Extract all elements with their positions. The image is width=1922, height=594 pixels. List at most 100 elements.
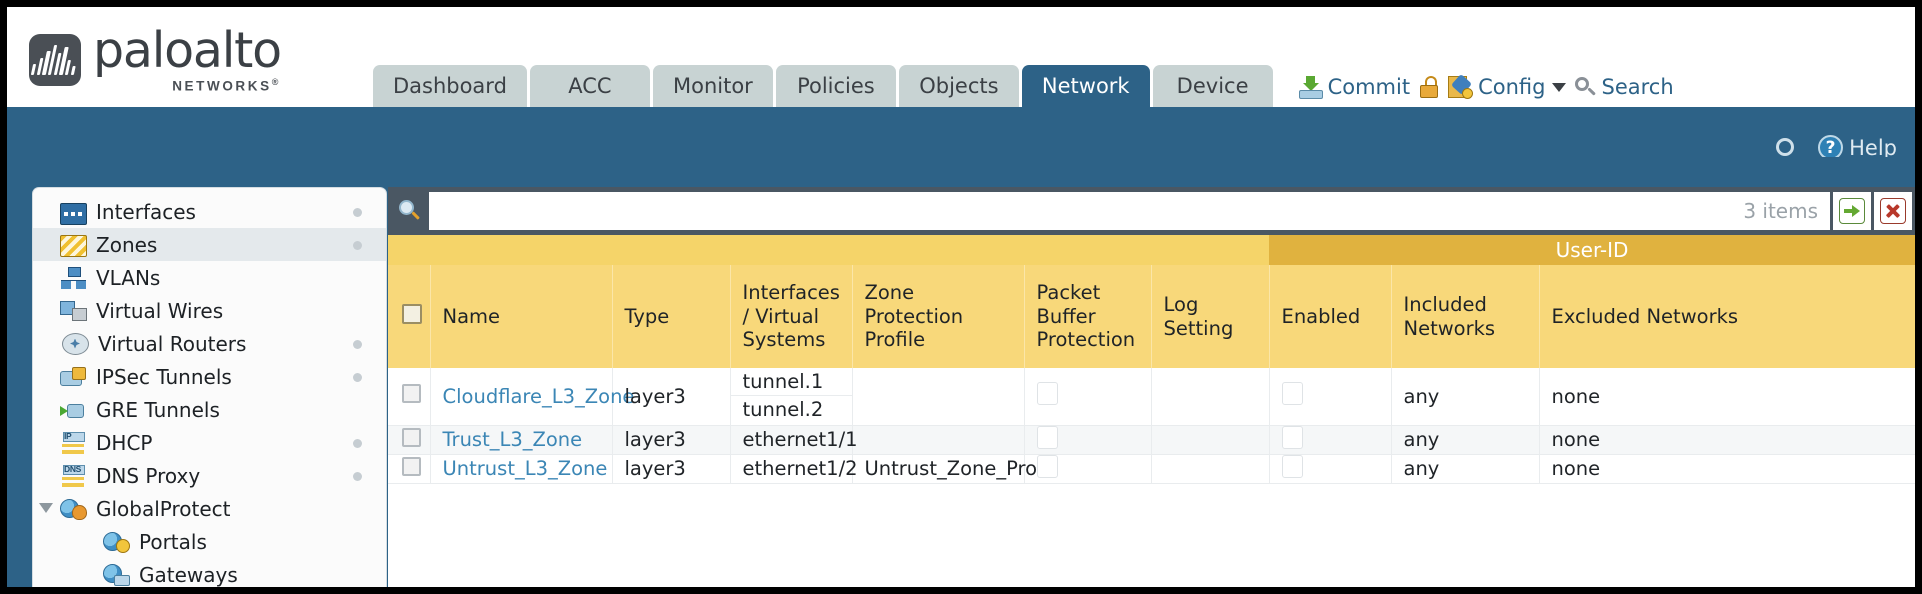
cell-userid-enabled[interactable] (1269, 368, 1392, 426)
table-row[interactable]: Cloudflare_L3_Zone layer3 tunnel.1 tunne… (388, 368, 1915, 426)
row-checkbox[interactable] (402, 384, 421, 404)
cell-name[interactable]: Cloudflare_L3_Zone (430, 368, 634, 426)
clear-filter-icon (1880, 198, 1906, 224)
gateways-icon (103, 563, 130, 586)
clear-filter-button[interactable] (1874, 192, 1912, 230)
item-count-label: 3 items (1743, 199, 1818, 223)
cell-log-setting (1151, 425, 1270, 455)
sidebar-item-label: Gateways (139, 562, 238, 587)
row-checkbox[interactable] (402, 456, 421, 476)
zones-table-head: User-ID Name Type Interfaces / Virtual S… (388, 235, 1915, 368)
sidebar-item-label: Virtual Routers (98, 331, 247, 356)
packet-buffer-protection-checkbox[interactable] (1036, 382, 1058, 406)
config-label: Config (1478, 75, 1546, 99)
packet-buffer-protection-checkbox[interactable] (1036, 454, 1058, 478)
tab-objects[interactable]: Objects (898, 65, 1019, 107)
zone-name-link[interactable]: Trust_L3_Zone (442, 428, 583, 451)
userid-enabled-checkbox[interactable] (1281, 382, 1303, 406)
cell-userid-enabled[interactable] (1269, 425, 1392, 455)
logo-bars-icon (30, 44, 79, 75)
sidebar-item-label: DNS Proxy (96, 463, 201, 488)
tab-monitor[interactable]: Monitor (652, 65, 773, 107)
row-checkbox[interactable] (402, 427, 421, 447)
cell-userid-enabled[interactable] (1269, 454, 1392, 484)
row-select-cell[interactable] (388, 454, 431, 484)
interface-item: ethernet1/2 (742, 456, 858, 480)
help-label: Help (1849, 135, 1897, 160)
config-menu-button[interactable]: Config (1448, 73, 1567, 99)
tab-acc[interactable]: ACC (529, 65, 650, 107)
chevron-down-icon[interactable] (39, 503, 53, 513)
tab-dashboard[interactable]: Dashboard (372, 65, 527, 107)
table-row[interactable]: Trust_L3_Zone layer3 ethernet1/1 (388, 425, 1915, 455)
cell-packet-buffer-protection[interactable] (1024, 454, 1152, 484)
zone-name-link[interactable]: Untrust_L3_Zone (442, 457, 608, 480)
tab-policies[interactable]: Policies (775, 65, 896, 107)
tab-network[interactable]: Network (1021, 65, 1150, 107)
commit-button[interactable]: Commit (1298, 75, 1411, 99)
zone-name-link[interactable]: Cloudflare_L3_Zone (442, 384, 635, 408)
search-button[interactable]: Search (1575, 75, 1674, 99)
cell-included-networks: any (1391, 425, 1540, 455)
cell-name[interactable]: Untrust_L3_Zone (430, 454, 613, 484)
select-all-checkbox[interactable] (402, 303, 422, 324)
row-select-cell[interactable] (388, 425, 431, 455)
status-dot (353, 439, 362, 448)
column-header-log-setting[interactable]: Log Setting (1151, 265, 1270, 368)
sidebar-item-label: Portals (139, 529, 207, 554)
column-header-enabled[interactable]: Enabled (1269, 265, 1392, 368)
sidebar-item-virtual-wires[interactable]: Virtual Wires (33, 294, 386, 327)
commit-label: Commit (1327, 75, 1411, 99)
virtual-routers-icon (62, 332, 89, 355)
sidebar-item-portals[interactable]: Portals (33, 525, 386, 558)
zones-icon (60, 234, 87, 257)
column-header-excluded-networks[interactable]: Excluded Networks (1539, 265, 1915, 368)
column-header-interfaces[interactable]: Interfaces / Virtual Systems (730, 265, 853, 368)
cell-packet-buffer-protection[interactable] (1024, 368, 1152, 426)
apply-filter-button[interactable] (1833, 192, 1871, 230)
packet-buffer-protection-checkbox[interactable] (1036, 425, 1058, 449)
select-all-header[interactable] (388, 265, 431, 368)
search-icon (1575, 76, 1597, 98)
refresh-icon[interactable] (1774, 137, 1798, 159)
sidebar-item-label: Virtual Wires (96, 298, 224, 323)
cell-packet-buffer-protection[interactable] (1024, 425, 1152, 455)
cell-included-networks: any (1391, 368, 1540, 426)
userid-enabled-checkbox[interactable] (1281, 454, 1303, 478)
column-header-type[interactable]: Type (612, 265, 731, 368)
column-header-name[interactable]: Name (430, 265, 613, 368)
main-nav-tabs: Dashboard ACC Monitor Policies Objects N… (372, 65, 1273, 107)
sub-header-band: ? Help (7, 107, 1915, 160)
sidebar-item-interfaces[interactable]: Interfaces (33, 195, 386, 228)
filter-bar: 3 items (388, 187, 1915, 235)
brand-name: paloalto (93, 22, 282, 79)
row-select-cell[interactable] (388, 368, 431, 426)
sidebar-item-dhcp[interactable]: IP DHCP (33, 426, 386, 459)
column-header-included-networks[interactable]: Included Networks (1391, 265, 1540, 368)
column-header-packet-buffer-protection[interactable]: Packet Buffer Protection (1024, 265, 1152, 368)
sidebar-item-virtual-routers[interactable]: Virtual Routers (33, 327, 386, 360)
table-row[interactable]: Untrust_L3_Zone layer3 ethernet1/2 Untru… (388, 454, 1915, 484)
lock-icon[interactable] (1419, 76, 1439, 98)
vlans-icon (60, 266, 87, 289)
search-input[interactable] (429, 192, 1744, 230)
sidebar-item-globalprotect[interactable]: GlobalProtect (33, 492, 386, 525)
column-header-row: Name Type Interfaces / Virtual Systems Z… (388, 265, 1915, 368)
sidebar-item-vlans[interactable]: VLANs (33, 261, 386, 294)
sidebar-item-ipsec-tunnels[interactable]: IPSec Tunnels (33, 360, 386, 393)
sidebar-item-gateways[interactable]: Gateways (33, 558, 386, 587)
sidebar-item-dns-proxy[interactable]: DNS DNS Proxy (33, 459, 386, 492)
cell-name[interactable]: Trust_L3_Zone (430, 425, 613, 455)
paloalto-logo-mark (29, 33, 81, 86)
commit-icon (1298, 75, 1323, 99)
sidebar-item-gre-tunnels[interactable]: GRE Tunnels (33, 393, 386, 426)
tab-device[interactable]: Device (1152, 65, 1273, 107)
userid-enabled-checkbox[interactable] (1281, 425, 1303, 449)
top-right-actions: Commit Config Search (1298, 73, 1674, 99)
sidebar-item-zones[interactable]: Zones (33, 228, 386, 261)
column-header-zone-protection-profile[interactable]: Zone Protection Profile (852, 265, 1025, 368)
cell-included-networks: any (1391, 454, 1540, 484)
cell-interfaces: ethernet1/2 (730, 454, 858, 484)
network-sidebar: Interfaces Zones VLANs Virtual Wires Vir… (32, 187, 387, 587)
